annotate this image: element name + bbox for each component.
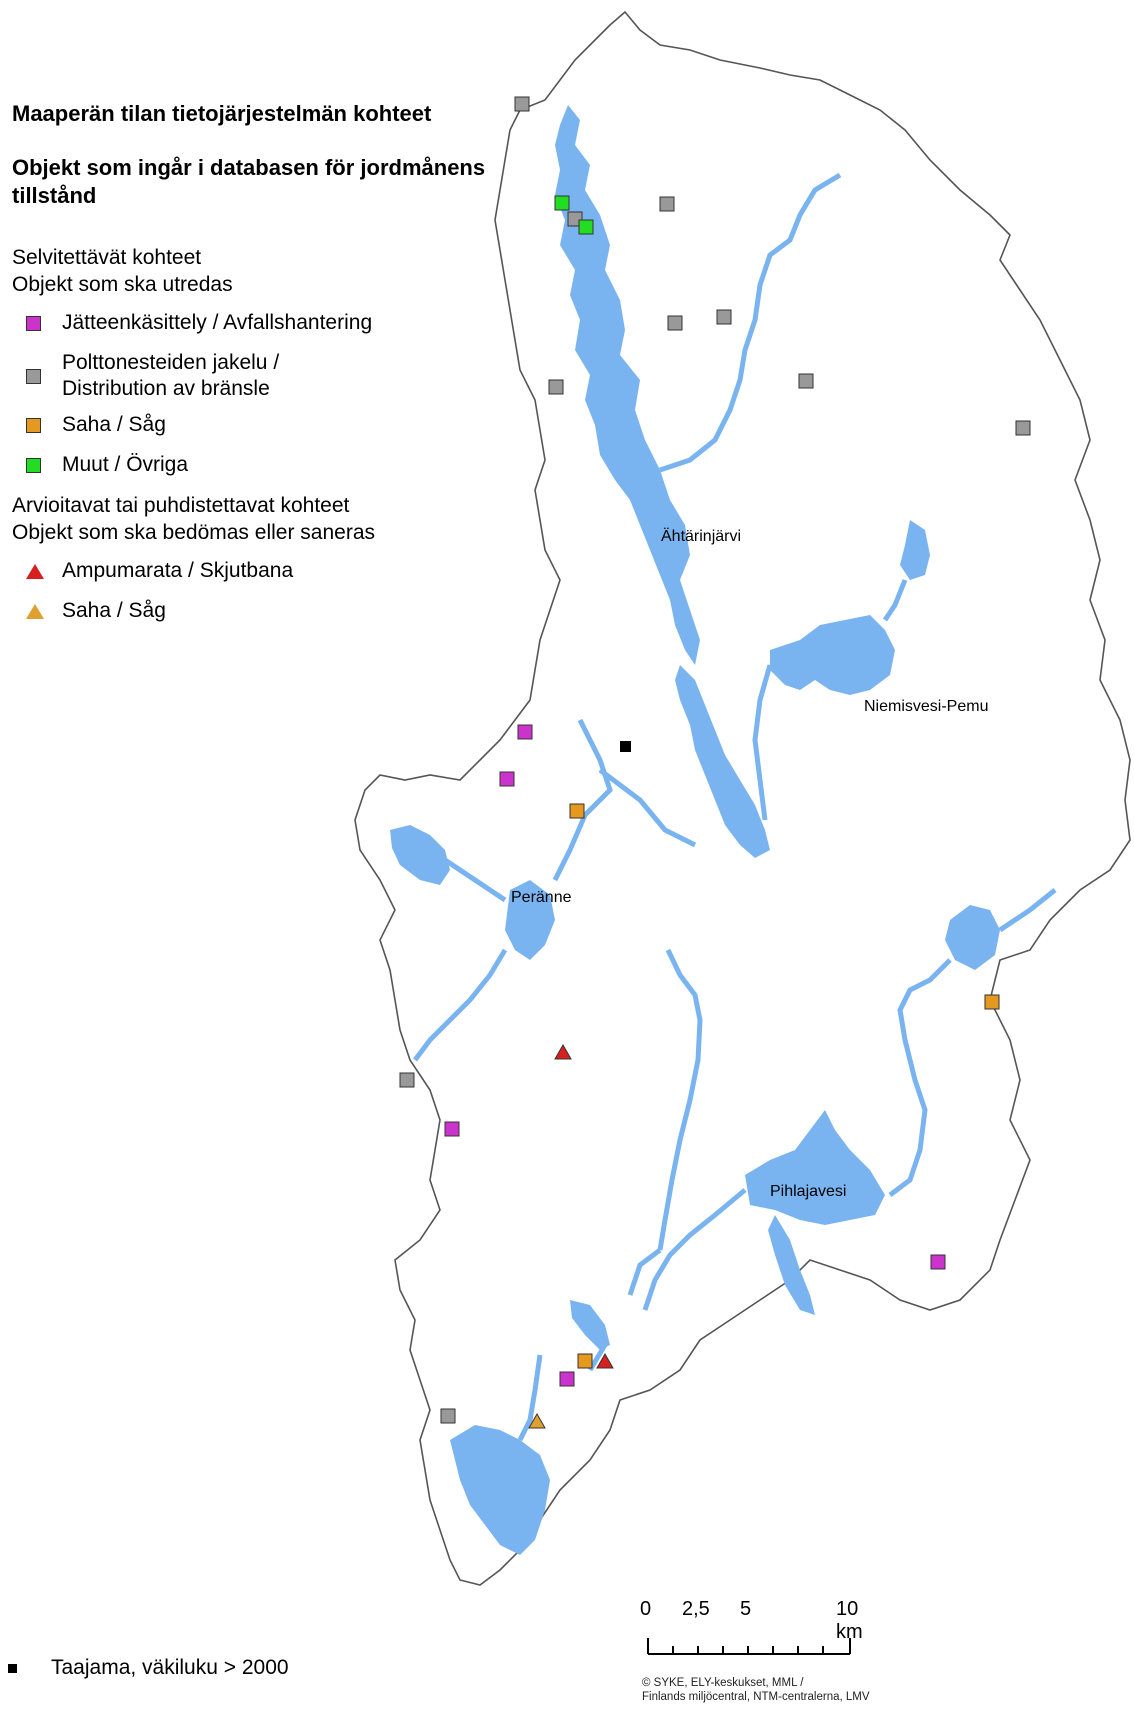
map-credit: © SYKE, ELY-keskukset, MML / Finlands mi… — [642, 1676, 870, 1704]
marker-fuel — [1015, 420, 1031, 436]
marker-waste — [444, 1121, 460, 1137]
marker-other — [578, 219, 594, 235]
legend-symbol-fuel — [12, 363, 62, 389]
legend-section1-fi: Selvitettävät kohteet — [12, 246, 202, 269]
lake-label-pihlajavesi: Pihlajavesi — [770, 1183, 847, 1200]
marker-fuel — [440, 1408, 456, 1424]
lake-label-ahtarinjarvi: Ähtärinjärvi — [661, 528, 742, 545]
river-southwest — [627, 1188, 747, 1311]
legend-item-fuel: Polttonesteiden jakelu / Distribution av… — [12, 350, 492, 402]
scale-label-0: 0 — [640, 1598, 652, 1620]
marker-waste — [559, 1371, 575, 1387]
legend-symbol-other — [12, 452, 62, 478]
scale-bar-ticks — [647, 1638, 851, 1655]
lake-pihlajavesi-south — [768, 1215, 815, 1315]
legend-label-shooting-range: Ampumarata / Skjutbana — [62, 559, 294, 582]
legend-item-waste: Jätteenkäsittely / Avfallshantering — [12, 310, 492, 336]
marker-fuel — [399, 1072, 415, 1088]
river-peranne — [413, 718, 697, 1062]
legend-title-sv-block: Objekt som ingår i databasen för jordmån… — [12, 154, 492, 210]
urban-area-symbol — [8, 1663, 17, 1673]
water-bodies — [390, 105, 1057, 1555]
river-central — [657, 948, 703, 1251]
marker-sawmill — [577, 1353, 593, 1369]
legend-item-other: Muut / Övriga — [12, 452, 492, 478]
legend-section1-sv: Objekt som ska utredas — [12, 273, 233, 296]
map-markers — [399, 96, 1031, 1429]
lake-pihlajavesi — [745, 1110, 885, 1225]
lake-south-small — [570, 1300, 610, 1350]
legend-symbol-waste — [12, 310, 62, 336]
legend-item-sawmill: Saha / Såg — [12, 412, 492, 438]
lake-niemisvesi-pemu — [770, 615, 895, 695]
marker-waste — [499, 771, 515, 787]
legend-label-sawmill-assessed: Saha / Såg — [62, 599, 166, 622]
marker-waste — [930, 1254, 946, 1270]
marker-urban-area — [620, 741, 631, 752]
marker-shooting-range — [554, 1043, 572, 1060]
legend-title-sv: Objekt som ingår i databasen för jordmån… — [12, 155, 486, 208]
legend-item-shooting-range: Ampumarata / Skjutbana — [12, 558, 492, 584]
legend-title-fi: Maaperän tilan tietojärjestelmän kohteet — [12, 101, 432, 126]
legend-section2-sv: Objekt som ska bedömas eller saneras — [12, 521, 375, 544]
urban-area-label: Taajama, väkiluku > 2000 — [51, 1656, 289, 1679]
marker-waste — [517, 724, 533, 740]
marker-fuel — [798, 373, 814, 389]
lake-south-cluster — [450, 1425, 550, 1555]
legend-symbol-sawmill-assessed — [12, 598, 62, 624]
marker-sawmill — [984, 994, 1000, 1010]
legend-label-other: Muut / Övriga — [62, 453, 189, 476]
legend-symbol-sawmill — [12, 412, 62, 438]
marker-shooting-range — [596, 1352, 614, 1369]
river-east — [888, 888, 1057, 1197]
marker-fuel — [514, 96, 530, 112]
legend: Maaperän tilan tietojärjestelmän kohteet… — [12, 100, 492, 624]
marker-other — [554, 195, 570, 211]
marker-fuel — [548, 379, 564, 395]
legend-symbol-shooting-range — [12, 558, 62, 584]
scale-bar: 0 2,5 5 10 km — [640, 1598, 880, 1668]
lake-east — [945, 905, 1000, 970]
river-niemisvesi — [752, 579, 908, 821]
legend-label-waste: Jätteenkäsittely / Avfallshantering — [62, 311, 373, 334]
scale-label-10km: 10 km — [836, 1598, 863, 1643]
legend-title-fi-block: Maaperän tilan tietojärjestelmän kohteet — [12, 100, 492, 128]
credit-line-1: © SYKE, ELY-keskukset, MML / — [642, 1677, 804, 1689]
lake-ahtarinjarvi — [555, 105, 700, 665]
lake-ahtari-south — [675, 665, 770, 858]
lake-northwest-small — [390, 825, 450, 885]
marker-fuel — [716, 309, 732, 325]
lake-label-peranne: Peränne — [511, 889, 572, 906]
legend-section2-fi: Arvioitavat tai puhdistettavat kohteet — [12, 494, 350, 517]
marker-fuel — [659, 196, 675, 212]
legend-label-fuel: Polttonesteiden jakelu / Distribution av… — [62, 351, 280, 400]
legend-urban-area: Taajama, väkiluku > 2000 — [8, 1656, 289, 1680]
legend-label-sawmill: Saha / Såg — [62, 413, 166, 436]
lake-label-niemisvesi-pemu: Niemisvesi-Pemu — [864, 698, 989, 715]
marker-fuel — [667, 315, 683, 331]
scale-label-2-5: 2,5 — [682, 1598, 710, 1620]
lake-niemisvesi-north — [900, 520, 930, 580]
lake-peranne — [505, 880, 555, 960]
scale-label-5: 5 — [740, 1598, 752, 1620]
credit-line-2: Finlands miljöcentral, NTM-centralerna, … — [642, 1691, 870, 1703]
marker-sawmill-assessed — [528, 1412, 546, 1429]
marker-sawmill — [569, 803, 585, 819]
river-northeast — [659, 172, 842, 473]
legend-item-sawmill-assessed: Saha / Såg — [12, 598, 492, 624]
